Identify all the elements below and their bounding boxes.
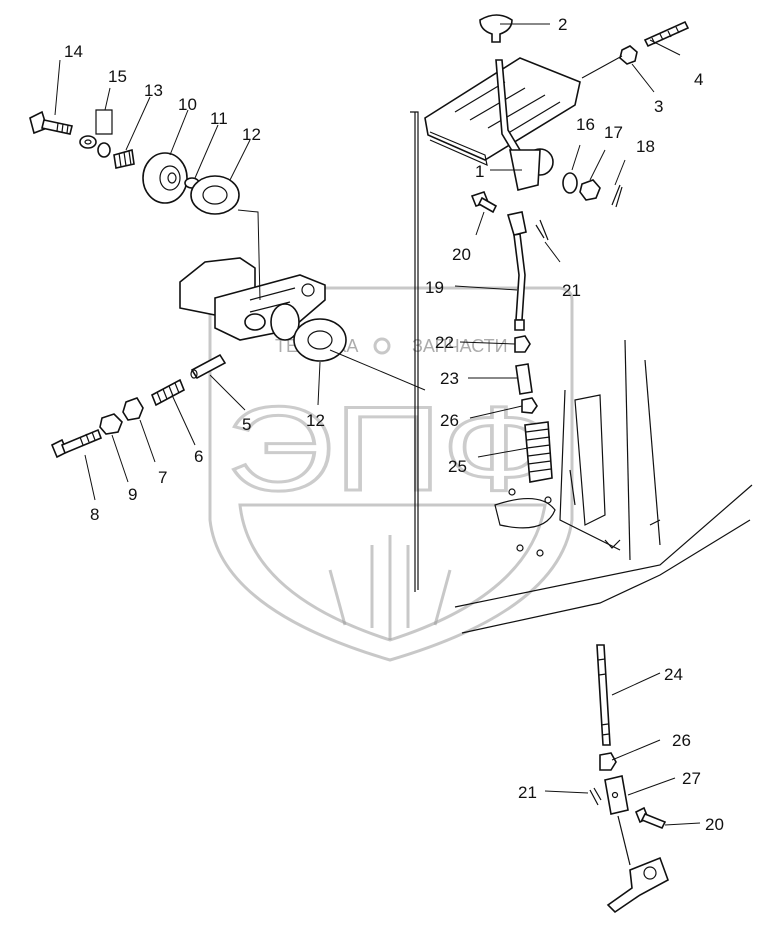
nut-3: [619, 45, 638, 65]
bolt-8: [50, 428, 103, 459]
callout-16: 16: [576, 115, 595, 134]
cotter-pin-21-top: [535, 219, 549, 241]
rod-24: [596, 644, 611, 746]
callout-12-top: 12: [242, 125, 261, 144]
lower-lever-arm: [606, 815, 669, 914]
nut-26-top: [521, 397, 538, 414]
nut-22: [514, 335, 531, 353]
boot-25: [524, 421, 553, 483]
lever-knob: [479, 14, 513, 43]
spring-13: [113, 148, 135, 169]
callout-4: 4: [694, 70, 703, 89]
callout-2: 2: [558, 15, 567, 34]
callout-12-middle: 12: [306, 411, 325, 430]
yoke-27: [604, 775, 629, 815]
bolt-14: [29, 110, 73, 135]
callout-15: 15: [108, 67, 127, 86]
callout-14: 14: [64, 42, 83, 61]
washer-15b: [97, 142, 111, 158]
nut-17: [579, 179, 601, 201]
cab-panel: [410, 111, 753, 634]
callout-10: 10: [178, 95, 197, 114]
callout-6: 6: [194, 447, 203, 466]
leader-lines: [54, 23, 701, 826]
detent-10: [142, 152, 188, 204]
callout-8: 8: [90, 505, 99, 524]
watermark-text-right: ЗАПЧАСТИ: [412, 336, 508, 356]
callout-21-top: 21: [562, 281, 581, 300]
callout-1: 1: [475, 162, 484, 181]
bracket: [179, 257, 326, 341]
watermark-letters: ЭПФ: [226, 382, 556, 516]
watermark-shield-inner: [238, 503, 547, 642]
callout-26-top: 26: [440, 411, 459, 430]
bolt-20-bottom: [634, 806, 667, 830]
watermark-wheat-icon: [328, 535, 452, 640]
nut-7: [122, 397, 144, 421]
nut-9: [99, 413, 123, 435]
stud-4: [643, 20, 690, 48]
callout-21-bottom: 21: [518, 783, 537, 802]
watermark-gear-icon: [373, 337, 391, 355]
callout-27: 27: [682, 769, 701, 788]
washer-12-top: [190, 175, 240, 215]
callout-25: 25: [448, 457, 467, 476]
callout-24: 24: [664, 665, 683, 684]
spring-6: [150, 378, 186, 407]
washer-16: [562, 172, 578, 194]
nut-26-bottom: [599, 752, 617, 771]
callout-7: 7: [158, 468, 167, 487]
callout-18: 18: [636, 137, 655, 156]
callout-20-bottom: 20: [705, 815, 724, 834]
callout-3: 3: [654, 97, 663, 116]
callout-20-top: 20: [452, 245, 471, 264]
callout-13: 13: [144, 81, 163, 100]
washer-15: [79, 109, 113, 149]
cotter-pin-21-bottom: [589, 787, 602, 806]
callout-22: 22: [435, 333, 454, 352]
callout-26-bottom: 26: [672, 731, 691, 750]
callout-23: 23: [440, 369, 459, 388]
callout-19: 19: [425, 278, 444, 297]
coupler-23: [515, 363, 533, 395]
cotter-pin-18: [611, 184, 623, 208]
callout-11: 11: [210, 109, 228, 128]
callout-17: 17: [604, 123, 623, 142]
callout-9: 9: [128, 485, 137, 504]
shift-rod-19: [506, 211, 527, 331]
watermark-logo: ТЕХНИКА ЗАПЧАСТИ ЭПФ: [208, 286, 574, 662]
washer-12-middle: [293, 318, 347, 362]
pin-5: [190, 353, 227, 380]
shift-lever: [495, 59, 554, 191]
bolt-20-top: [470, 191, 498, 214]
callout-5: 5: [242, 415, 251, 434]
callout-labels: 1 2 3 4 5 6 7 8 9 10 11 12 12 13 14 15 1…: [64, 15, 724, 834]
